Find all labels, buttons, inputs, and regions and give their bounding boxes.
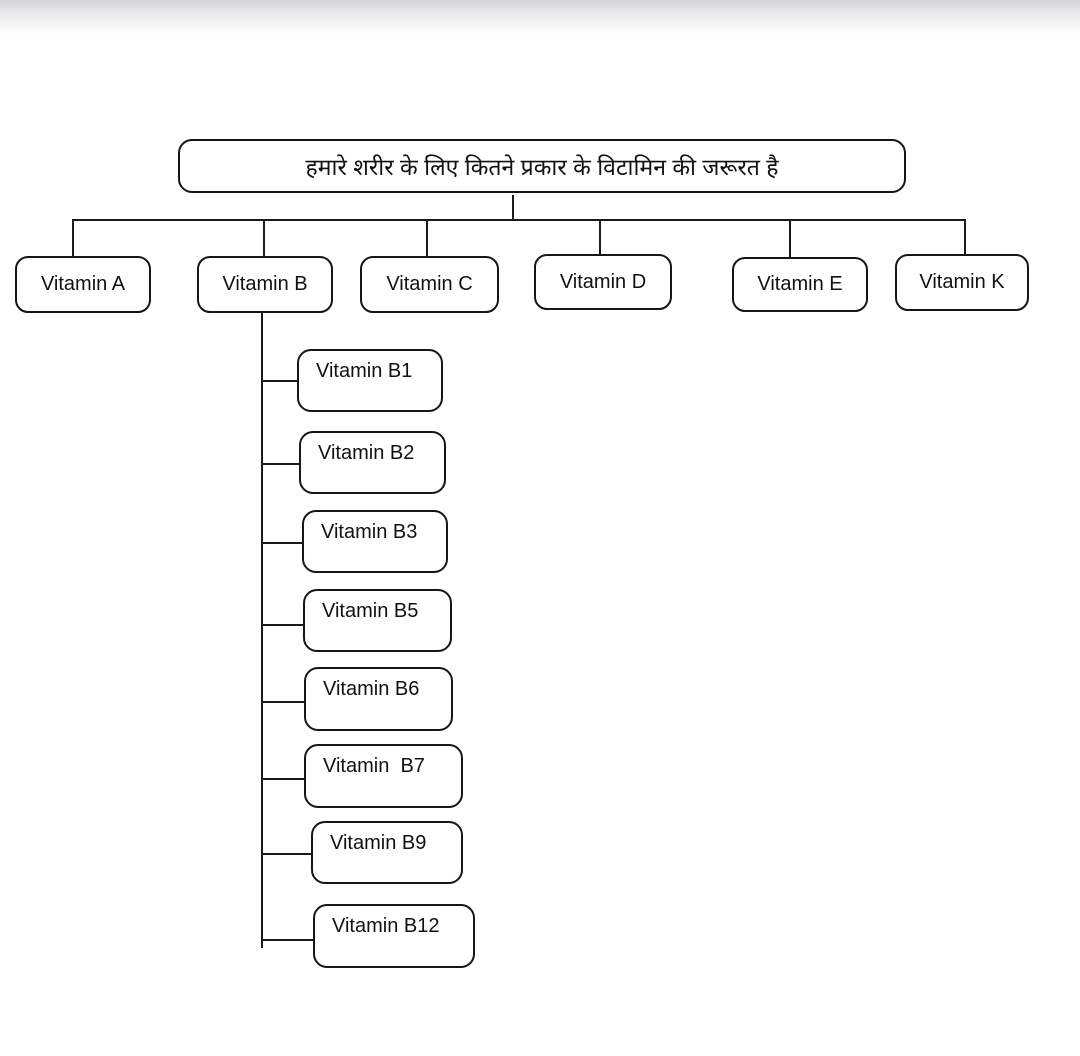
node-vitamin-b12-label: Vitamin B12 bbox=[332, 915, 440, 937]
node-vitamin-b2-label: Vitamin B2 bbox=[318, 442, 415, 464]
node-vitamin-b6-label: Vitamin B6 bbox=[323, 678, 420, 700]
node-vitamin-b2: Vitamin B2 bbox=[299, 431, 446, 494]
connector-stub-b3 bbox=[261, 542, 306, 544]
node-vitamin-b9-label: Vitamin B9 bbox=[330, 832, 427, 854]
diagram-title: हमारे शरीर के लिए कितने प्रकार के विटामि… bbox=[305, 154, 779, 180]
node-vitamin-b9: Vitamin B9 bbox=[311, 821, 463, 884]
connector-stub-b1 bbox=[261, 380, 301, 382]
connector-stub-b5 bbox=[261, 624, 307, 626]
node-vitamin-e: Vitamin E bbox=[732, 257, 868, 312]
connector-stub-b12 bbox=[261, 939, 317, 941]
node-vitamin-b1: Vitamin B1 bbox=[297, 349, 443, 412]
node-vitamin-a-label: Vitamin A bbox=[40, 273, 126, 295]
top-shadow-gradient bbox=[0, 0, 1080, 34]
connector-title-stub bbox=[512, 195, 514, 221]
connector-stub-b7 bbox=[261, 778, 308, 780]
node-vitamin-b3: Vitamin B3 bbox=[302, 510, 448, 573]
connector-b-spine bbox=[261, 313, 263, 948]
node-vitamin-b5-label: Vitamin B5 bbox=[322, 600, 419, 622]
node-vitamin-k-label: Vitamin K bbox=[919, 271, 1005, 293]
connector-drop-e bbox=[789, 221, 791, 257]
node-vitamin-b12: Vitamin B12 bbox=[313, 904, 475, 968]
node-vitamin-b5: Vitamin B5 bbox=[303, 589, 452, 652]
node-vitamin-b-label: Vitamin B bbox=[222, 273, 308, 295]
diagram-title-box: हमारे शरीर के लिए कितने प्रकार के विटामि… bbox=[178, 139, 906, 193]
node-vitamin-a: Vitamin A bbox=[15, 256, 151, 313]
connector-drop-c bbox=[426, 221, 428, 257]
node-vitamin-b3-label: Vitamin B3 bbox=[321, 521, 418, 543]
node-vitamin-e-label: Vitamin E bbox=[757, 273, 843, 295]
node-vitamin-b7: Vitamin B7 bbox=[304, 744, 463, 808]
node-vitamin-k: Vitamin K bbox=[895, 254, 1029, 311]
node-vitamin-d-label: Vitamin D bbox=[559, 270, 647, 293]
node-vitamin-b6: Vitamin B6 bbox=[304, 667, 453, 731]
node-vitamin-b7-label: Vitamin B7 bbox=[323, 755, 425, 777]
connector-stub-b6 bbox=[261, 701, 308, 703]
node-vitamin-d: Vitamin D bbox=[534, 254, 672, 310]
node-vitamin-b1-label: Vitamin B1 bbox=[316, 360, 413, 382]
node-vitamin-c-label: Vitamin C bbox=[386, 273, 473, 295]
connector-drop-k bbox=[964, 221, 966, 257]
connector-stub-b2 bbox=[261, 463, 303, 465]
connector-drop-b bbox=[263, 221, 265, 257]
connector-drop-d bbox=[599, 221, 601, 257]
connector-main-horizontal bbox=[72, 219, 966, 221]
connector-drop-a bbox=[72, 221, 74, 257]
node-vitamin-b: Vitamin B bbox=[197, 256, 333, 313]
connector-stub-b9 bbox=[261, 853, 315, 855]
node-vitamin-c: Vitamin C bbox=[360, 256, 499, 313]
